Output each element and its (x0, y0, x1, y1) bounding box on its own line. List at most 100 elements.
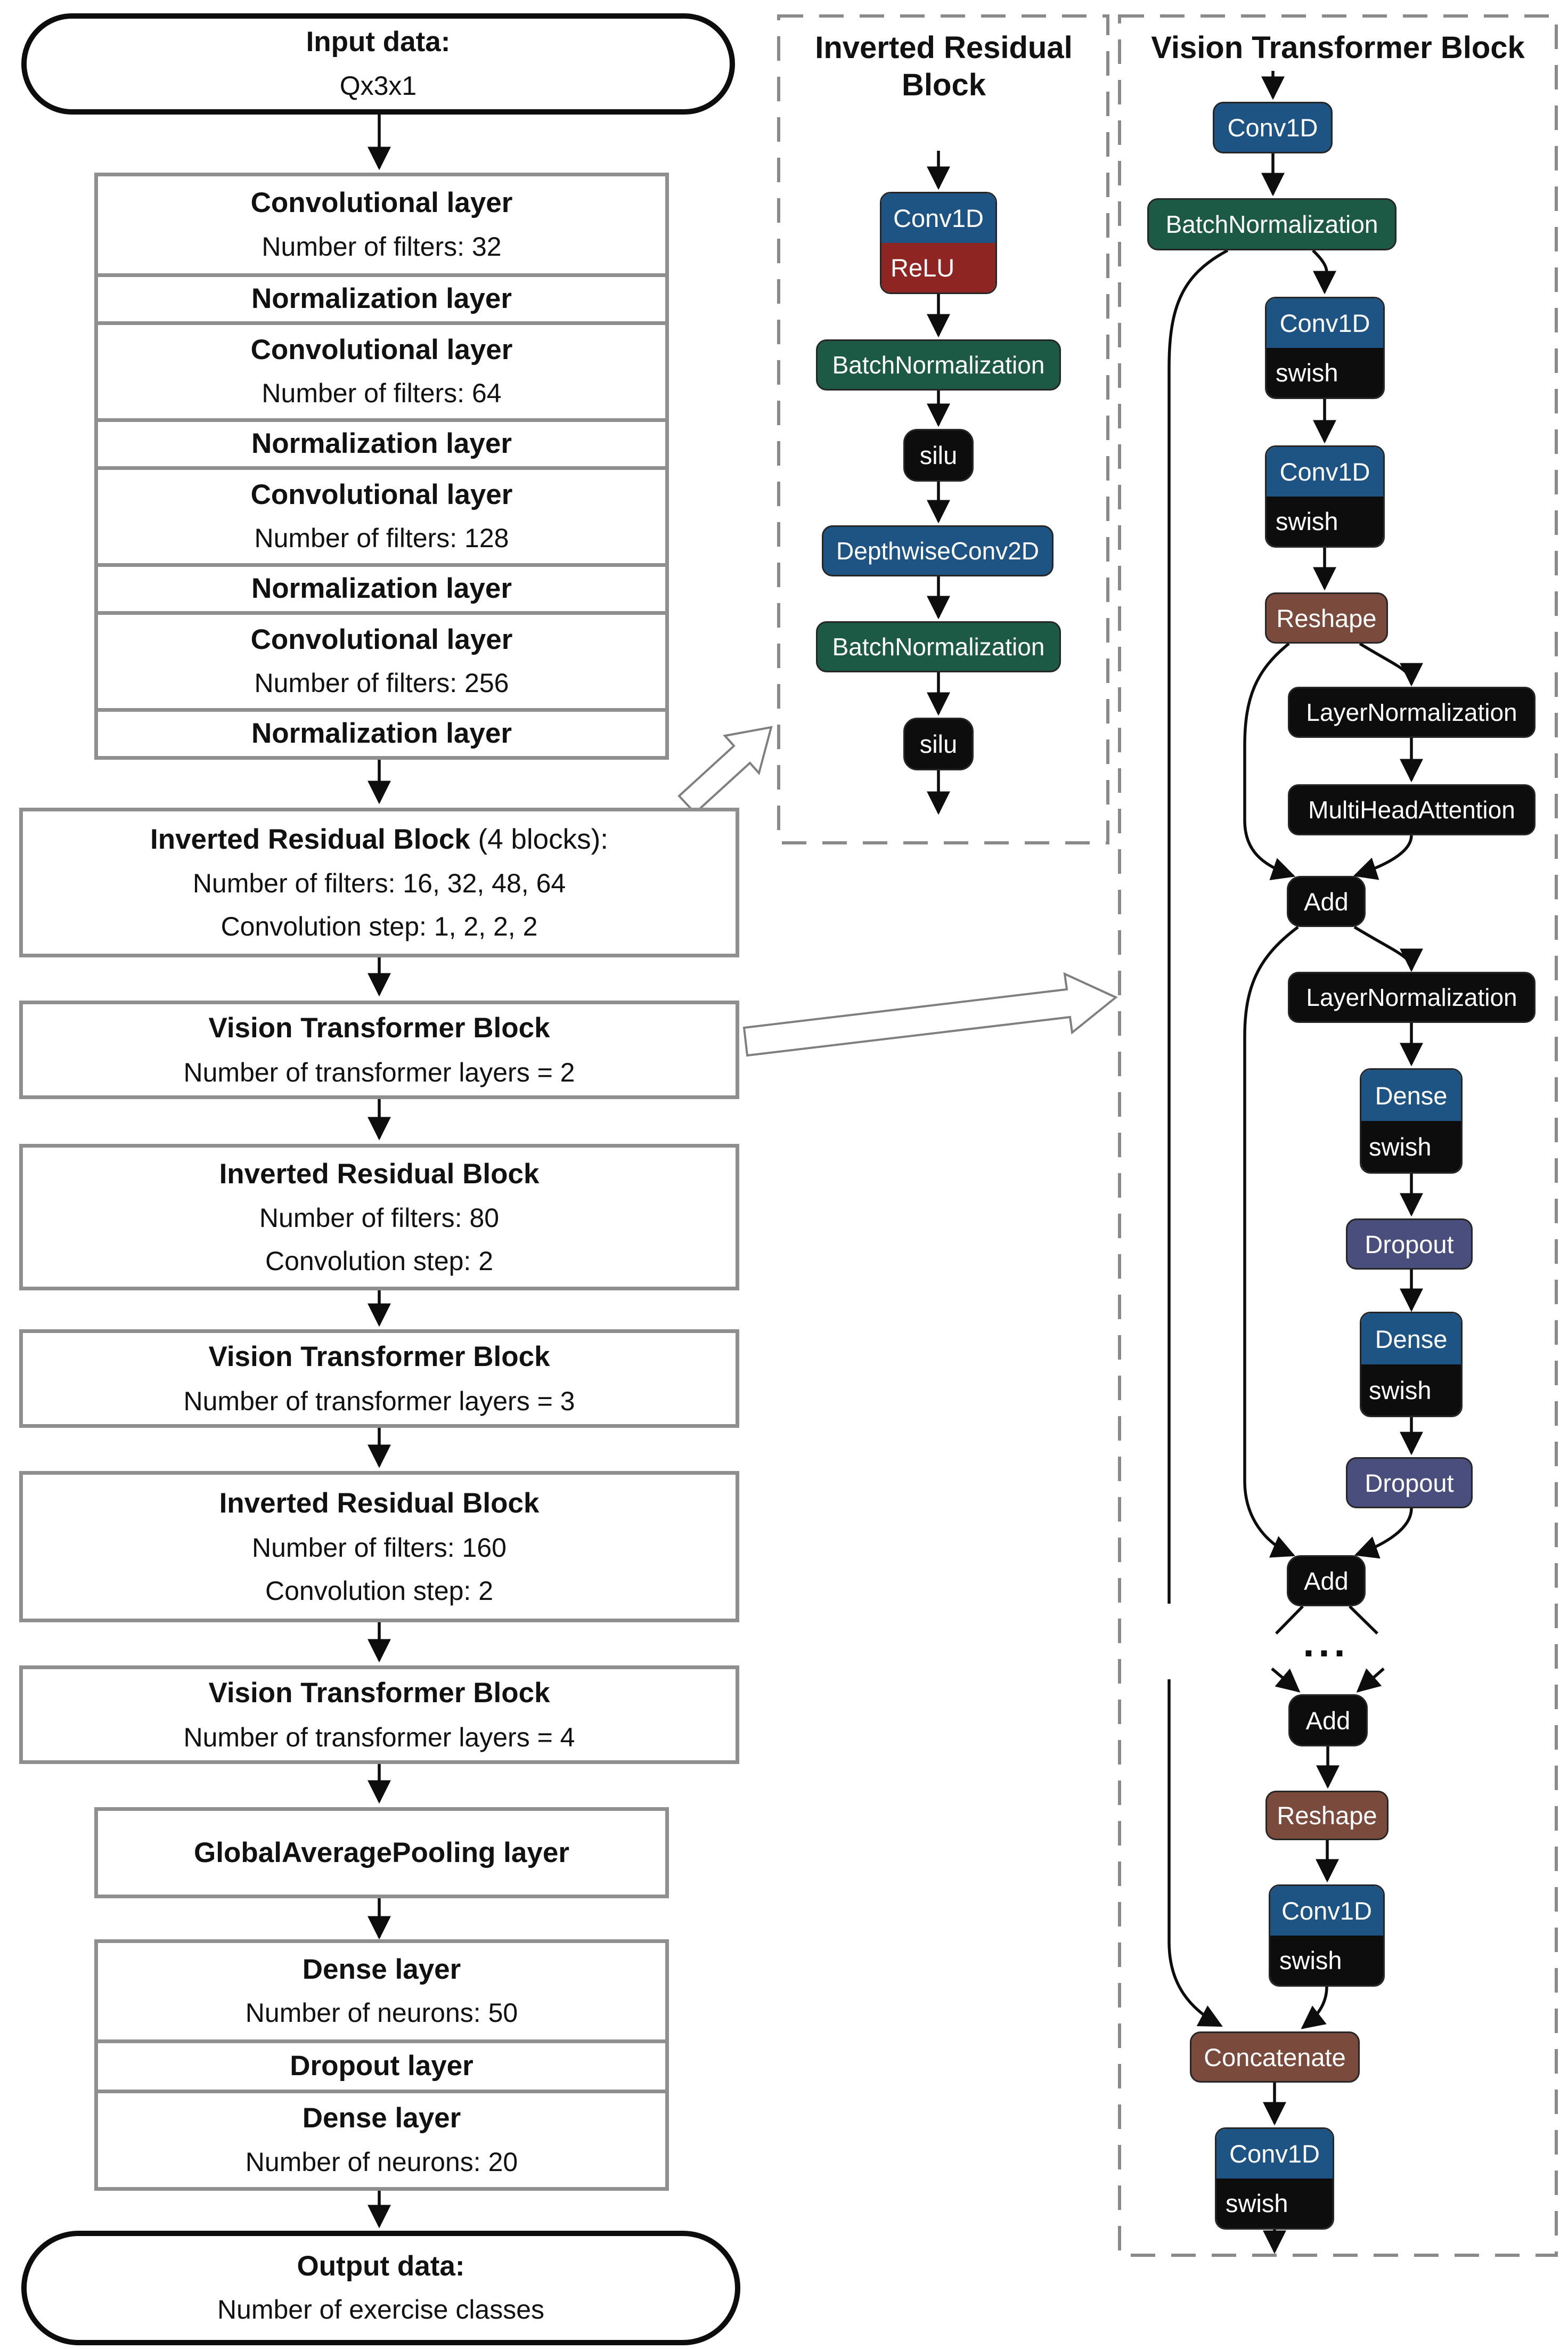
node-add: Add (1287, 876, 1366, 927)
layer-title: Dense layer (302, 2102, 461, 2134)
edge-mha-to-add1 (1353, 835, 1413, 880)
block-irb-160: Inverted Residual Block Number of filter… (19, 1471, 739, 1622)
block-title: Vision Transformer Block (208, 1677, 550, 1709)
layer-conv-32: Convolutional layer Number of filters: 3… (98, 176, 665, 273)
layer-norm: Normalization layer (98, 418, 665, 466)
layer-title: Normalization layer (251, 573, 512, 605)
block-vtb-2: Vision Transformer Block Number of trans… (19, 1001, 739, 1099)
node-conv1d-relu: Conv1D ReLU (880, 192, 997, 294)
skip-line-batchnorm (1167, 249, 1229, 1604)
layer-title: Convolutional layer (250, 623, 513, 655)
layer-subtitle: Number of filters: 64 (262, 378, 502, 409)
block-line: Number of transformer layers = 4 (183, 1722, 575, 1752)
node-batchnorm: BatchNormalization (1147, 198, 1396, 250)
block-vtb-4: Vision Transformer Block Number of trans… (19, 1665, 739, 1764)
node-dense-swish: Dense swish (1360, 1068, 1463, 1174)
layer-norm: Normalization layer (98, 273, 665, 321)
layer-title: Convolutional layer (250, 334, 513, 365)
layer-norm: Normalization layer (98, 563, 665, 611)
input-title: Input data: (306, 26, 451, 58)
block-title: Inverted Residual Block (219, 1488, 540, 1519)
block-irb-80: Inverted Residual Block Number of filter… (19, 1144, 739, 1290)
node-multiheadattention: MultiHeadAttention (1288, 784, 1536, 835)
irb-dashed-frame (777, 14, 1109, 844)
output-title: Output data: (297, 2250, 465, 2282)
node-batchnorm: BatchNormalization (816, 339, 1061, 391)
node-layernorm: LayerNormalization (1288, 687, 1536, 738)
edge-dropout2-to-add2 (1354, 1508, 1413, 1559)
block-line: Number of filters: 80 (259, 1203, 500, 1233)
node-concatenate: Concatenate (1190, 2031, 1360, 2083)
layer-norm: Normalization layer (98, 708, 665, 756)
node-dropout: Dropout (1346, 1457, 1473, 1508)
dense-label: Dense (1361, 1313, 1461, 1364)
edge-conv3-to-concatenate (1301, 1986, 1328, 2029)
block-line: Number of transformer layers = 3 (183, 1386, 575, 1416)
block-title: Vision Transformer Block (208, 1012, 550, 1044)
block-vtb-3: Vision Transformer Block Number of trans… (19, 1329, 739, 1428)
layer-title: Normalization layer (251, 283, 512, 315)
expand-arrow-irb-icon (677, 726, 773, 815)
layer-subtitle: Number of filters: 128 (254, 523, 509, 554)
edge-add2-out-right (1349, 1605, 1378, 1635)
layer-dense-20: Dense layer Number of neurons: 20 (98, 2090, 665, 2187)
layer-dropout: Dropout layer (98, 2039, 665, 2090)
edge-bn-to-conv1 (1312, 249, 1337, 295)
swish-label: swish (1267, 497, 1383, 546)
swish-label: swish (1267, 348, 1383, 397)
input-node: Input data: Qx3x1 (21, 13, 735, 115)
swish-label: swish (1361, 1364, 1461, 1416)
conv1d-label: Conv1D (881, 193, 995, 243)
block-title: Inverted Residual Block (219, 1158, 540, 1190)
node-layernorm: LayerNormalization (1288, 972, 1536, 1023)
output-subtitle: Number of exercise classes (217, 2295, 545, 2325)
block-line: Convolution step: 2 (265, 1246, 494, 1277)
layer-conv-64: Convolutional layer Number of filters: 6… (98, 321, 665, 418)
block-line: Number of transformer layers = 2 (183, 1057, 575, 1087)
layer-title: Convolutional layer (250, 478, 513, 510)
node-dense-swish: Dense swish (1360, 1312, 1463, 1417)
node-conv1d-swish: Conv1D swish (1265, 297, 1385, 399)
layer-title: Dense layer (302, 1953, 461, 1985)
dense-label: Dense (1361, 1070, 1461, 1121)
swish-label: swish (1270, 1936, 1383, 1985)
node-dropout: Dropout (1346, 1218, 1473, 1270)
vtb-panel-title: Vision Transformer Block (1151, 30, 1525, 65)
node-conv1d: Conv1D (1213, 102, 1333, 153)
block-line: Convolution step: 2 (265, 1575, 494, 1606)
node-silu: silu (903, 429, 974, 482)
layer-title: Normalization layer (251, 428, 512, 460)
edge-add1-to-ln2 (1353, 925, 1423, 972)
node-add: Add (1287, 1555, 1366, 1606)
block-irb-4: Inverted Residual Block (4 blocks): Numb… (19, 808, 739, 957)
expand-arrow-vtb-icon (742, 972, 1118, 1057)
layer-title: Dropout layer (290, 2050, 473, 2082)
relu-label: ReLU (881, 243, 995, 292)
output-node: Output data: Number of exercise classes (21, 2231, 740, 2345)
swish-label: swish (1361, 1121, 1461, 1172)
node-conv1d-swish: Conv1D swish (1215, 2127, 1334, 2230)
layer-subtitle: Number of neurons: 50 (245, 1998, 518, 2028)
node-silu: silu (903, 718, 974, 770)
input-shape: Qx3x1 (339, 70, 417, 101)
skip-add1-to-add2 (1243, 925, 1299, 1558)
block-line: Convolution step: 1, 2, 2, 2 (220, 912, 538, 942)
node-conv1d-swish: Conv1D swish (1269, 1884, 1385, 1987)
edge-reshape-to-ln1 (1359, 642, 1423, 687)
node-reshape: Reshape (1265, 592, 1388, 644)
layer-title: Normalization layer (251, 718, 512, 750)
conv1d-label: Conv1D (1267, 298, 1383, 348)
node-add: Add (1288, 1694, 1368, 1746)
dense-stack: Dense layer Number of neurons: 50 Dropou… (94, 1939, 669, 2191)
node-depthwiseconv2d: DepthwiseConv2D (822, 525, 1054, 576)
layer-conv-256: Convolutional layer Number of filters: 2… (98, 611, 665, 708)
vtb-dashed-frame (1118, 14, 1558, 2257)
block-gap: GlobalAveragePooling layer (94, 1807, 669, 1898)
swish-label: swish (1216, 2179, 1333, 2228)
conv1d-label: Conv1D (1270, 1886, 1383, 1936)
layer-subtitle: Number of filters: 32 (262, 231, 502, 262)
edge-add2-out-left (1275, 1605, 1304, 1635)
repeat-ellipsis: ... (1303, 1620, 1350, 1665)
edge-in-add3-right (1356, 1667, 1385, 1693)
